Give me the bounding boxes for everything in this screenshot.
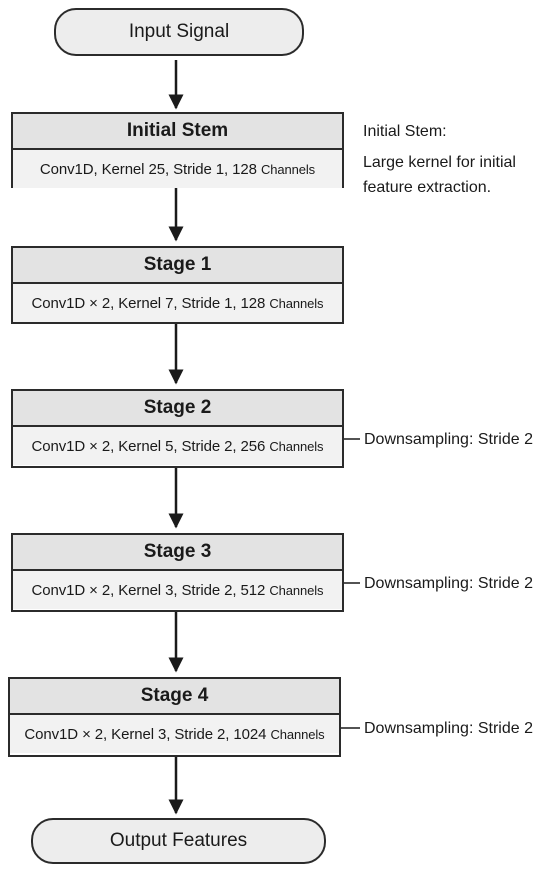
stage-1-block: Stage 1 Conv1D × 2, Kernel 7, Stride 1, … (11, 246, 344, 324)
initial-stem-note-line1: Large kernel for initial (363, 154, 516, 171)
stage-4-note: Downsampling: Stride 2 (364, 720, 533, 737)
stage-2-block: Stage 2 Conv1D × 2, Kernel 5, Stride 2, … (11, 389, 344, 468)
stage-3-note: Downsampling: Stride 2 (364, 575, 533, 592)
stage-3-block: Stage 3 Conv1D × 2, Kernel 3, Stride 2, … (11, 533, 344, 612)
initial-stem-title: Initial Stem (13, 114, 342, 150)
initial-stem-note-line2: feature extraction. (363, 179, 492, 196)
stage-4-detail: Conv1D × 2, Kernel 3, Stride 2, 1024 Cha… (10, 715, 339, 753)
initial-stem-note-title: Initial Stem: (363, 123, 447, 140)
stage-2-detail: Conv1D × 2, Kernel 5, Stride 2, 256 Chan… (13, 427, 342, 465)
initial-stem-block: Initial Stem Conv1D, Kernel 25, Stride 1… (11, 112, 344, 188)
stage-1-title: Stage 1 (13, 248, 342, 284)
stage-4-title: Stage 4 (10, 679, 339, 715)
stage-4-block: Stage 4 Conv1D × 2, Kernel 3, Stride 2, … (8, 677, 341, 757)
stage-2-title: Stage 2 (13, 391, 342, 427)
input-signal-label: Input Signal (128, 21, 230, 42)
output-features-label: Output Features (109, 830, 248, 851)
stage-1-detail: Conv1D × 2, Kernel 7, Stride 1, 128 Chan… (13, 284, 342, 322)
initial-stem-note: Initial Stem: Large kernel for initial f… (363, 119, 516, 200)
stage-2-note: Downsampling: Stride 2 (364, 431, 533, 448)
input-signal-node: Input Signal (54, 8, 304, 56)
stage-3-detail: Conv1D × 2, Kernel 3, Stride 2, 512 Chan… (13, 571, 342, 609)
stage-3-title: Stage 3 (13, 535, 342, 571)
output-features-node: Output Features (31, 818, 326, 864)
initial-stem-detail: Conv1D, Kernel 25, Stride 1, 128 Channel… (13, 150, 342, 188)
